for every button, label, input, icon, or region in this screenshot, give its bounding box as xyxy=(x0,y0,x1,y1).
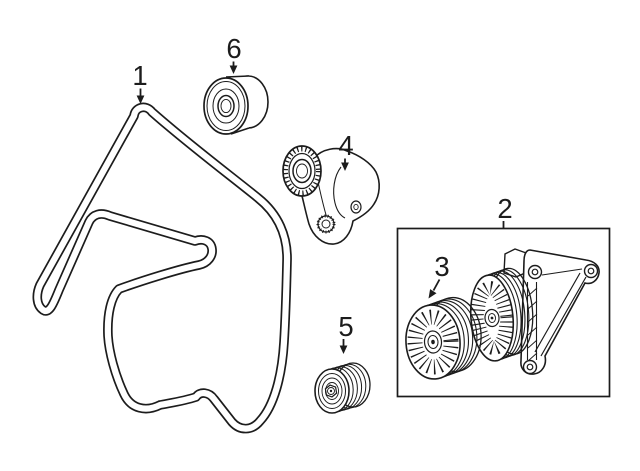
callout-5-label[interactable]: 5 xyxy=(338,311,353,342)
bracket-struts xyxy=(534,272,587,357)
callout-1-arrowhead xyxy=(136,95,145,104)
pulley3-spokes xyxy=(407,309,459,375)
idler-pulley-5 xyxy=(314,362,371,414)
bracket-eye-bottom xyxy=(522,359,538,375)
callout-6-arrowhead xyxy=(229,65,238,74)
tensioner-boss-edge xyxy=(333,166,346,219)
assembly-box xyxy=(396,227,611,398)
callout-3-arrowhead xyxy=(428,289,437,299)
callout-1-label[interactable]: 1 xyxy=(132,60,147,91)
tensioner-pin xyxy=(350,200,362,214)
bracket-eye-top-left xyxy=(527,264,543,280)
callout-5[interactable]: 5 xyxy=(338,311,354,354)
callout-4[interactable]: 4 xyxy=(338,130,354,171)
pulley3-hub xyxy=(423,330,443,354)
bracket-pulley-hub xyxy=(484,308,500,328)
callout-3[interactable]: 3 xyxy=(428,251,450,299)
mounting-bracket xyxy=(503,248,600,375)
pulley6-face xyxy=(203,77,249,135)
idler-pulley-6 xyxy=(203,75,269,135)
callout-1[interactable]: 1 xyxy=(132,60,148,104)
serpentine-belt xyxy=(32,102,292,434)
pulley6-bore xyxy=(217,94,235,118)
callout-2[interactable]: 2 xyxy=(497,193,513,228)
belt-tensioner-4 xyxy=(282,145,380,245)
callout-3-leader xyxy=(432,279,441,291)
callout-2-label[interactable]: 2 xyxy=(497,193,512,224)
tensioner-pulley-bore xyxy=(292,158,312,184)
callout-5-arrowhead xyxy=(339,345,348,354)
callout-4-arrowhead xyxy=(341,162,349,171)
tensioner-pulley-ribs xyxy=(283,146,321,196)
pulley-3 xyxy=(405,296,482,380)
callout-4-label[interactable]: 4 xyxy=(338,130,353,161)
callout-3-label[interactable]: 3 xyxy=(434,251,449,282)
bracket-rail xyxy=(526,282,538,360)
belt-outline xyxy=(32,102,292,434)
callout-6-label[interactable]: 6 xyxy=(226,33,241,64)
callout-6[interactable]: 6 xyxy=(226,33,242,74)
bracket-eye-top-right xyxy=(583,263,599,279)
belt-face xyxy=(34,104,291,432)
